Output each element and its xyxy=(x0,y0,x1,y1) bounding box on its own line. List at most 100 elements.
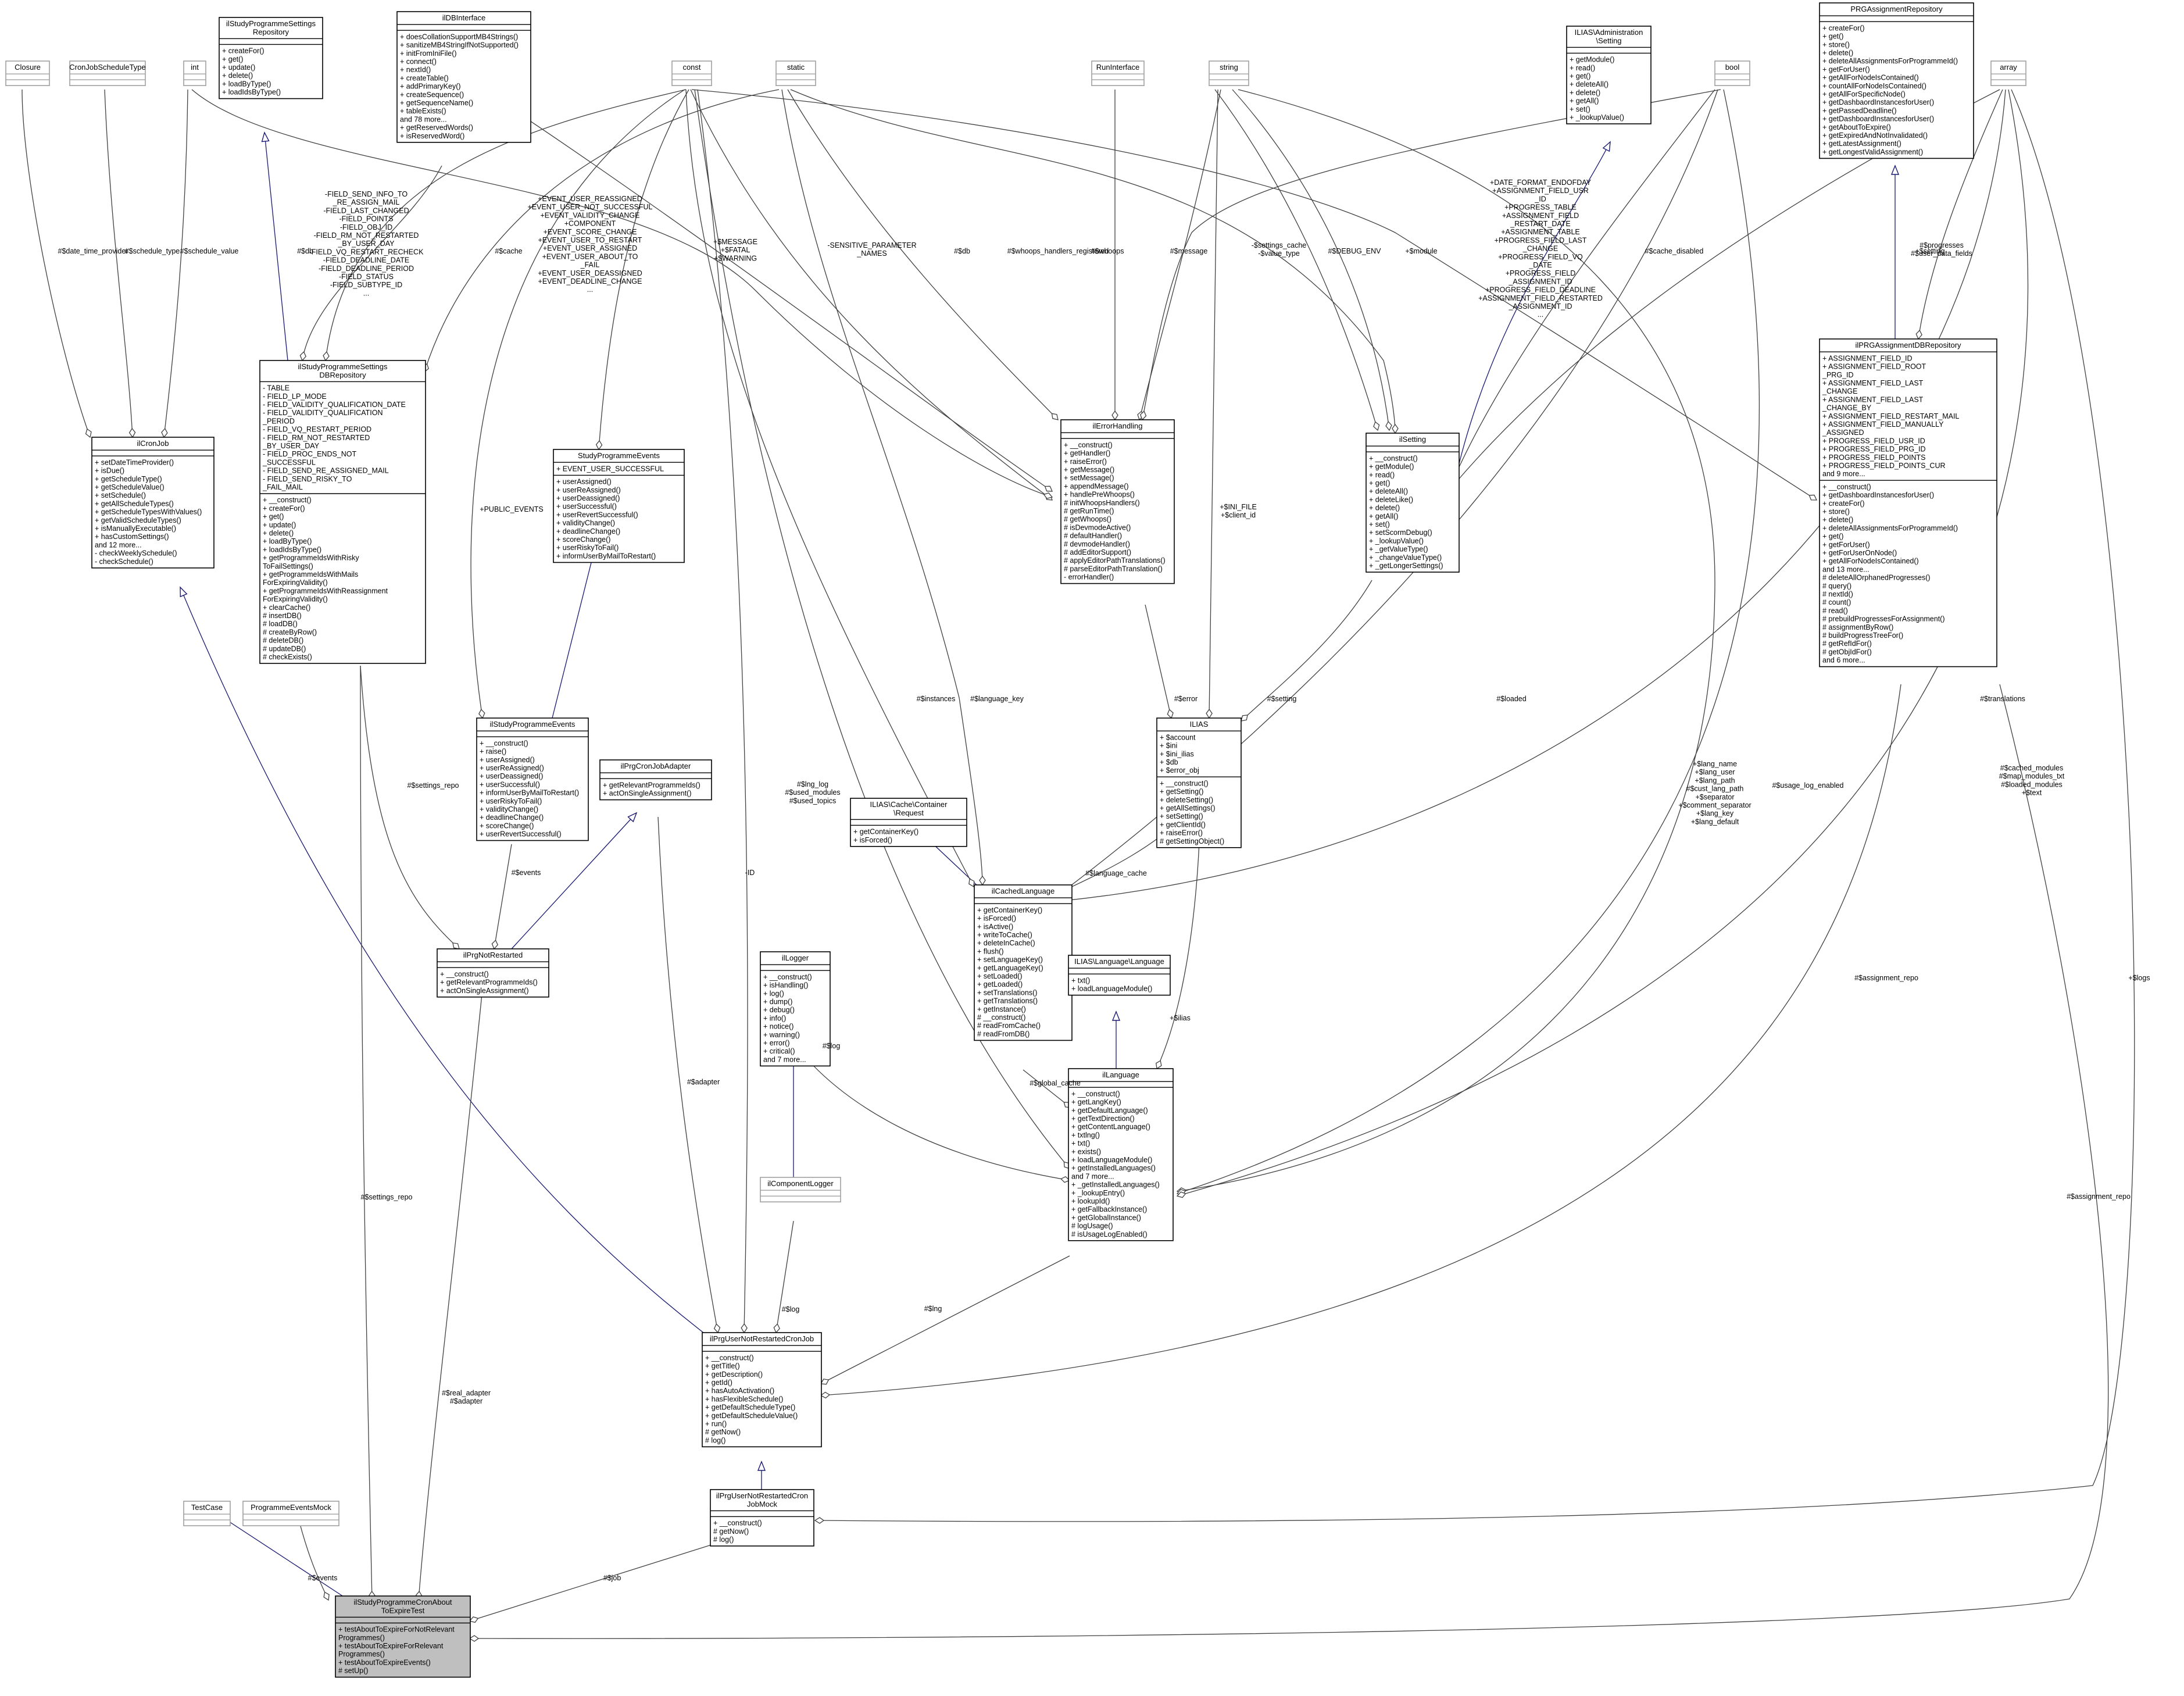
assoc-edge-mock-test xyxy=(470,1543,716,1621)
class-method: + userDeassigned() xyxy=(480,772,543,780)
class-method: + createFor() xyxy=(1822,24,1865,32)
edge-label-line: +ASSIGNMENT_FIELD xyxy=(1502,212,1579,220)
class-attribute: _PRG_ID xyxy=(1822,371,1854,379)
edge-label-line: +$text xyxy=(2022,789,2042,797)
class-int: int xyxy=(183,60,206,87)
class-method: + info() xyxy=(763,1014,786,1022)
edge-label-line: +EVENT_USER_ABOUT_TO xyxy=(542,252,638,260)
class-method: + txt() xyxy=(1071,976,1090,984)
class-attribute: - FIELD_SEND_RE_ASSIGNED_MAIL xyxy=(263,467,389,475)
class-box xyxy=(242,1501,339,1527)
class-method: + tableExists() xyxy=(400,107,446,115)
class-method: + isForced() xyxy=(853,836,892,844)
edge-label-line: #$log xyxy=(823,1042,841,1050)
assoc-edge-static-error xyxy=(787,89,1058,420)
assoc-edge-events-notrestarted xyxy=(494,844,512,949)
edge-label-line: -FIELD_RM_NOT_RESTARTED xyxy=(314,231,419,240)
class-method: + userAssigned() xyxy=(480,756,535,764)
edge-label: #$db xyxy=(297,247,313,255)
assoc-edge-string-ilias xyxy=(1209,89,1218,718)
class-box xyxy=(69,60,146,87)
class-method: + getAllForNodeIsContained() xyxy=(1822,74,1919,82)
class-method: + _getLongerSettings() xyxy=(1369,562,1443,570)
edge-label-line: +EVENT_DEADLINE_CHANGE xyxy=(538,277,642,285)
edge-label-line: +$FATAL xyxy=(721,246,750,254)
class-method: + getTitle() xyxy=(705,1362,740,1370)
edge-label: -FIELD_SEND_INFO_TO_RE_ASSIGN_MAIL-FIELD… xyxy=(309,190,424,297)
edge-label: #$setting xyxy=(1267,695,1297,703)
class-attribute: + PROGRESS_FIELD_PRG_ID xyxy=(1822,445,1926,454)
edge-label: #$log xyxy=(782,1305,800,1313)
class-attribute: _FAIL_MAIL xyxy=(262,483,303,491)
class-method: + validityChange() xyxy=(480,805,538,813)
class-method: + getAboutToExpire() xyxy=(1822,123,1891,131)
edge-label-line: -FIELD_DEADLINE_PERIOD xyxy=(319,265,414,273)
class-method: + delete() xyxy=(222,72,253,80)
edge-label-line: -FIELD_STATUS xyxy=(339,273,394,281)
edge-label-line: #$date_time_provider xyxy=(58,247,128,255)
class-method: + getDashbaordInstancesforUser() xyxy=(1822,98,1934,106)
edge-label-line: #$loaded xyxy=(1496,695,1526,703)
class-method: + scoreChange() xyxy=(480,822,534,830)
edge-label: +$setting xyxy=(1915,247,1944,255)
edge-label-line: #$progresses xyxy=(1920,241,1964,249)
class-method: + appendMessage() xyxy=(1064,482,1129,490)
class-method: + addPrimaryKey() xyxy=(400,83,461,91)
class-method: # logUsage() xyxy=(1071,1222,1113,1230)
class-method: + userRiskyToFail() xyxy=(480,797,542,805)
class-method: + getClientId() xyxy=(1160,820,1206,829)
class-attribute: - FIELD_SEND_RISKY_TO xyxy=(263,475,352,483)
class-method: + testAboutToExpireForNotRelevant xyxy=(338,1626,455,1634)
edge-label: #$events xyxy=(512,869,541,877)
class-title: \Setting xyxy=(1596,36,1621,45)
class-method: # defaultHandler() xyxy=(1064,532,1122,540)
class-method: # prebuildProgressesForAssignment() xyxy=(1822,615,1945,623)
edge-label-line: #$adapter xyxy=(450,1397,482,1405)
class-method: # applyEditorPathTranslations() xyxy=(1064,556,1166,565)
edge-label-line: _CHANGE xyxy=(1522,245,1558,253)
edge-label-line: #$message xyxy=(1170,247,1208,255)
edge-label: #$usage_log_enabled xyxy=(1772,781,1843,790)
assoc-edge-int-schedule xyxy=(164,89,188,437)
class-method: + getTranslations() xyxy=(977,997,1038,1005)
assoc-edge-array-dbrepo xyxy=(1918,89,2003,339)
edge-label-line: _BY_USER_DAY xyxy=(337,240,395,248)
class-ilCronJob: ilCronJob+ setDateTimeProvider()+ isDue(… xyxy=(91,437,215,569)
class-method: and 13 more... xyxy=(1822,565,1870,573)
class-method: + writeToCache() xyxy=(977,931,1032,939)
edge-label: #$message xyxy=(1170,247,1208,255)
class-method: + _changeValueType() xyxy=(1369,554,1442,562)
class-method: + setLoaded() xyxy=(977,972,1022,980)
edge-label: #$schedule_type xyxy=(125,247,180,255)
class-method: + isReservedWord() xyxy=(400,132,464,140)
class-attribute: + ASSIGNMENT_FIELD_LAST xyxy=(1822,395,1924,404)
edge-label: +$INI_FILE+$client_id xyxy=(1220,503,1257,519)
class-method: + testAboutToExpireForRelevant xyxy=(338,1642,444,1650)
assoc-edge-static-cached xyxy=(781,89,982,885)
class-attribute: + PROGRESS_FIELD_POINTS xyxy=(1822,454,1925,462)
class-method: + store() xyxy=(1822,41,1850,49)
edge-label: -ID xyxy=(745,869,755,877)
class-title: ilDBInterface xyxy=(442,13,485,22)
class-title: ilCronJob xyxy=(137,439,169,448)
edge-label-line: +$lang_user xyxy=(1695,768,1735,776)
class-method: + update() xyxy=(263,521,296,529)
class-title: bool xyxy=(1725,63,1740,72)
class-ILIAS: ILIAS+ $account+ $ini+ $ini_ilias+ $db+ … xyxy=(1156,717,1242,848)
class-method: # log() xyxy=(705,1436,725,1444)
class-box xyxy=(183,1501,231,1527)
class-box xyxy=(710,1489,814,1547)
class-method: # getRunTime() xyxy=(1064,507,1114,515)
class-attribute: + $error_obj xyxy=(1160,766,1199,774)
class-method: + getScheduleType() xyxy=(95,475,162,483)
edge-label: #$language_cache xyxy=(1085,869,1147,877)
edge-labels: #$date_time_provider#$schedule_type#$sch… xyxy=(58,178,2150,1582)
class-box xyxy=(476,717,589,841)
assoc-edge-string-module xyxy=(1232,89,1389,430)
class-method: + getAll() xyxy=(1570,97,1599,105)
class-method: # count() xyxy=(1822,598,1851,606)
class-method: + deadlineChange() xyxy=(556,527,620,535)
assoc-edge-const-error xyxy=(690,89,1052,500)
edge-label-line: #$used_modules xyxy=(785,788,840,797)
